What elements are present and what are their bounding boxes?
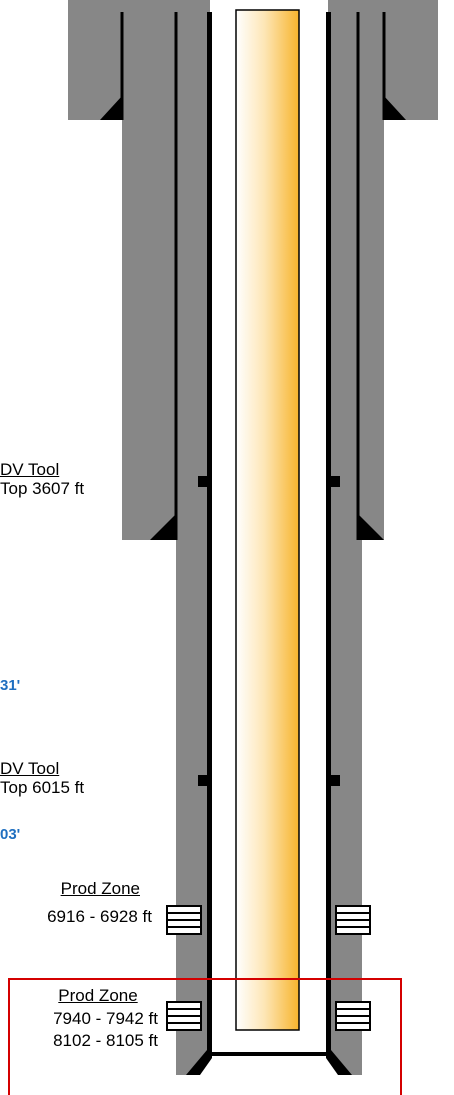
- dv-tool-marker: [198, 775, 207, 786]
- dv-tool-marker: [331, 775, 340, 786]
- intermediate-shoe-right: [358, 514, 384, 540]
- perforation-upper-left: [166, 905, 202, 935]
- dv-tool-1-title: DV Tool: [0, 460, 60, 479]
- dv-tool-2-depth: Top 6015 ft: [0, 778, 85, 797]
- surface-shoe-right: [384, 96, 406, 120]
- production-shoe-left: [186, 1050, 212, 1075]
- perforation-lower-left: [166, 1001, 202, 1031]
- prod-zone-2-range-2: 8102 - 8105 ft: [53, 1031, 158, 1050]
- perforation-upper-right: [335, 905, 371, 935]
- production-casing-right: [326, 12, 331, 1058]
- annulus-left: [176, 0, 210, 1048]
- annulus-right: [328, 0, 362, 1048]
- intermediate-shoe-left: [150, 514, 176, 540]
- casing-bottom: [207, 1052, 331, 1056]
- depth-mark-1: 31': [0, 677, 21, 694]
- prod-zone-highlight-box: [8, 978, 402, 1095]
- prod-zone-1-title: Prod Zone: [60, 879, 140, 898]
- dv-tool-marker: [331, 476, 340, 487]
- prod-zone-2-title: Prod Zone: [58, 986, 138, 1005]
- perforation-lower-right: [335, 1001, 371, 1031]
- surface-shoe-left: [100, 96, 122, 120]
- prod-zone-2-range-1: 7940 - 7942 ft: [53, 1009, 158, 1028]
- dv-tool-2-title: DV Tool: [0, 759, 60, 778]
- tubing-string: [235, 9, 300, 1031]
- dv-tool-marker: [198, 476, 207, 487]
- production-shoe-right: [326, 1050, 352, 1075]
- dv-tool-1-depth: Top 3607 ft: [0, 479, 85, 498]
- prod-zone-1-range: 6916 - 6928 ft: [47, 907, 152, 926]
- depth-mark-2: 03': [0, 826, 21, 843]
- production-casing-left: [207, 12, 212, 1058]
- intermediate-casing-left: [122, 0, 176, 540]
